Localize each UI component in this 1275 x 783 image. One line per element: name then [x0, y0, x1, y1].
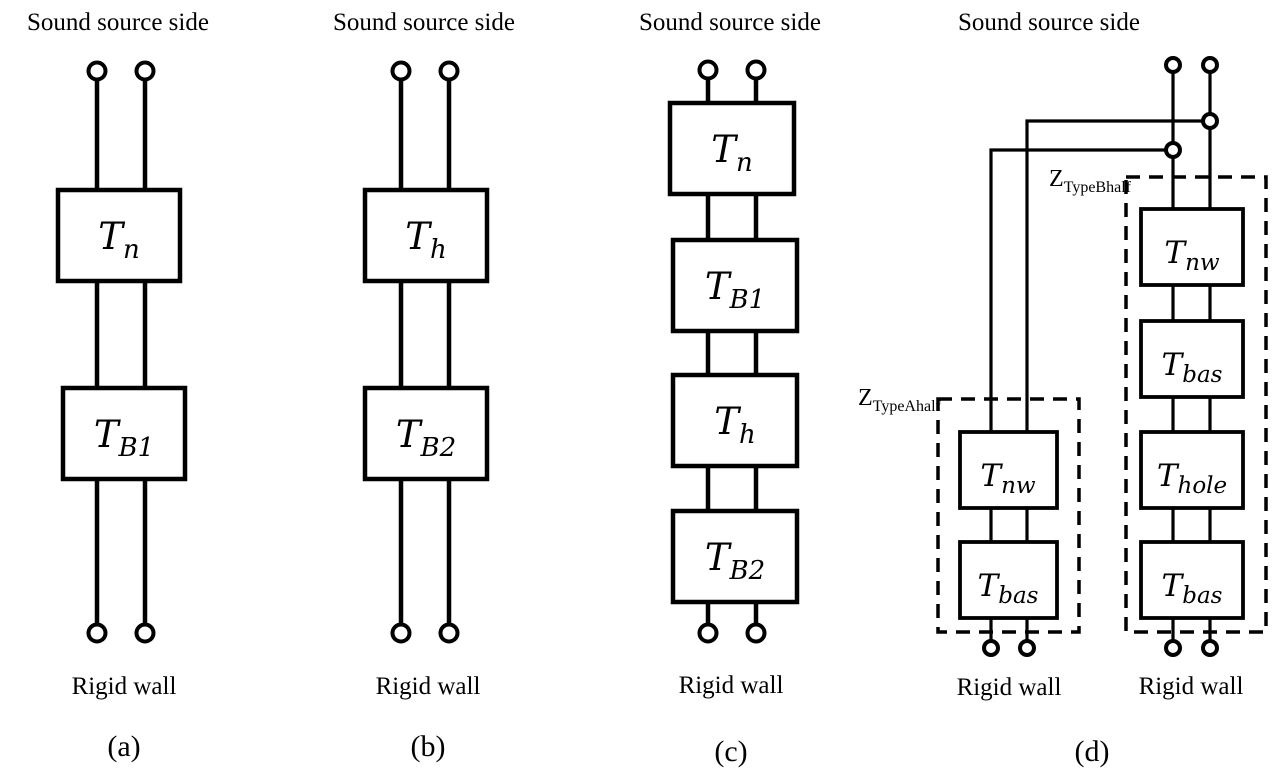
svg-text:Thole: Thole	[1157, 458, 1227, 499]
junction-node-2	[1164, 141, 1182, 159]
terminal-top-d1	[1164, 56, 1182, 74]
group-type-b-half: ZTypeBhalf Tnw Tbas Thole Tbas	[1049, 166, 1268, 634]
junction-node-1	[1201, 112, 1219, 130]
block-c-th: Th	[670, 372, 800, 469]
rigid-wall-label-c: Rigid wall	[679, 672, 784, 699]
block-d-a-tbas: Tbas	[958, 540, 1059, 620]
block-c-tb2: TB2	[670, 508, 800, 605]
terminal-top-d2	[1201, 56, 1219, 74]
panel-d: Sound source side ZTypeAhalf Tnw Tbas	[858, 9, 1268, 768]
terminal-top-a2	[134, 60, 156, 82]
terminal-top-b1	[390, 60, 412, 82]
block-c-tb1: TB1	[670, 237, 800, 334]
terminal-bottom-d-b2	[1201, 639, 1219, 657]
z-type-b-half-label: ZTypeBhalf	[1049, 166, 1132, 196]
terminal-bottom-d-a1	[982, 639, 1000, 657]
terminal-bottom-c1	[697, 622, 719, 644]
svg-text:TB2: TB2	[396, 413, 456, 463]
block-d-b-tbas-1: Tbas	[1139, 319, 1245, 399]
svg-text:Th: Th	[405, 215, 446, 265]
block-d-b-thole: Thole	[1139, 430, 1245, 510]
sound-source-label-d: Sound source side	[958, 9, 1140, 36]
svg-text:TB1: TB1	[94, 413, 154, 463]
rigid-wall-label-b: Rigid wall	[376, 673, 481, 700]
caption-c: (c)	[714, 735, 747, 768]
caption-b: (b)	[411, 730, 446, 763]
terminal-bottom-d-a2	[1018, 639, 1036, 657]
z-type-a-half-label: ZTypeAhalf	[858, 385, 942, 415]
svg-text:Tnw: Tnw	[1164, 235, 1220, 276]
rigid-wall-label-a: Rigid wall	[72, 673, 177, 700]
sound-source-label-a: Sound source side	[27, 9, 209, 36]
block-d-b-tnw: Tnw	[1139, 207, 1245, 287]
group-type-a-half: ZTypeAhalf Tnw Tbas	[858, 385, 1081, 634]
block-b-th: Th	[362, 187, 490, 284]
block-b-tb2: TB2	[362, 385, 490, 482]
svg-text:TB2: TB2	[705, 536, 765, 586]
svg-text:Tnw: Tnw	[980, 458, 1036, 499]
terminal-bottom-d-b1	[1164, 639, 1182, 657]
svg-text:TB1: TB1	[705, 265, 765, 315]
svg-text:Tn: Tn	[98, 215, 139, 265]
terminal-bottom-b1	[390, 622, 412, 644]
svg-text:Tbas: Tbas	[1162, 347, 1223, 388]
terminal-top-a1	[86, 60, 108, 82]
caption-d: (d)	[1075, 735, 1110, 768]
caption-a: (a)	[107, 730, 140, 763]
rigid-wall-label-d-right: Rigid wall	[1139, 673, 1244, 700]
terminal-bottom-b2	[438, 622, 460, 644]
terminal-bottom-a2	[134, 622, 156, 644]
panel-c: Sound source side Tn TB1 Th TB2 Rigid wa…	[639, 9, 821, 768]
terminal-bottom-c2	[745, 622, 767, 644]
svg-text:Th: Th	[714, 400, 755, 450]
block-a-tn: Tn	[55, 187, 183, 284]
sound-source-label-c: Sound source side	[639, 9, 821, 36]
svg-text:Tbas: Tbas	[978, 568, 1039, 609]
block-d-b-tbas-2: Tbas	[1139, 540, 1245, 620]
panel-a: Sound source side Tn TB1 Rigid wall (a)	[27, 9, 209, 763]
block-c-tn: Tn	[667, 100, 797, 197]
block-a-tb1: TB1	[60, 385, 188, 482]
panel-b: Sound source side Th TB2 Rigid wall (b)	[333, 9, 515, 763]
svg-text:Tbas: Tbas	[1162, 568, 1223, 609]
sound-source-label-b: Sound source side	[333, 9, 515, 36]
block-d-a-tnw: Tnw	[958, 430, 1059, 510]
rigid-wall-label-d-left: Rigid wall	[957, 674, 1062, 701]
terminal-top-c2	[745, 59, 767, 81]
terminal-top-c1	[697, 59, 719, 81]
terminal-top-b2	[438, 60, 460, 82]
svg-text:Tn: Tn	[711, 128, 752, 178]
terminal-bottom-a1	[86, 622, 108, 644]
